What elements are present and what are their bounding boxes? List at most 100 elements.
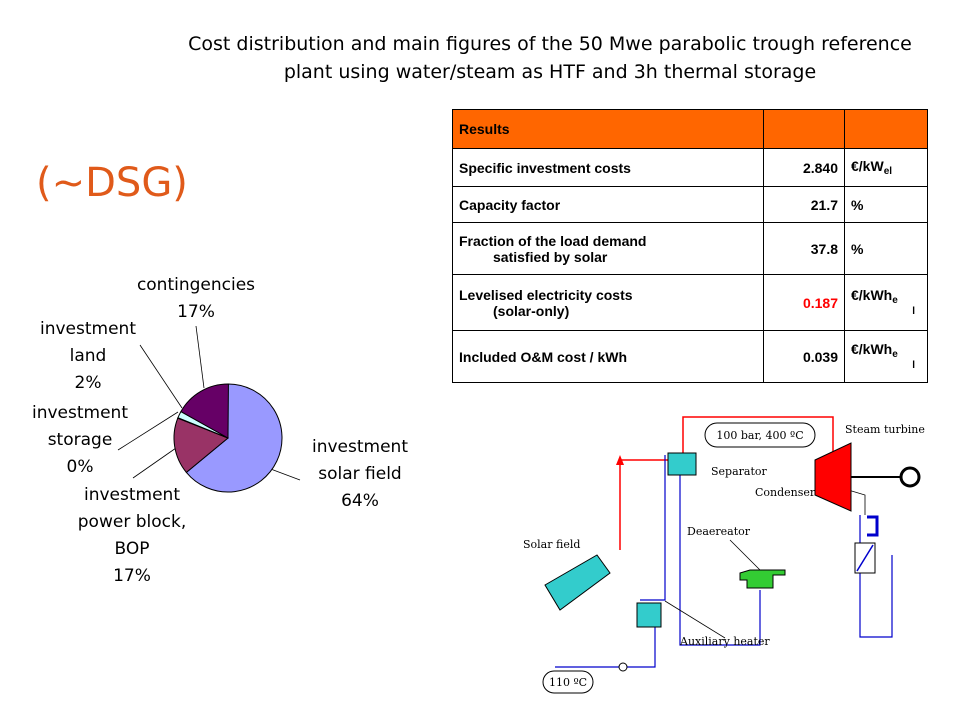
table-header-empty-2 [844, 109, 928, 149]
pie-slice-label: investment storage 0% [32, 403, 128, 477]
pie-label-line: land [70, 346, 107, 366]
turbine-label: Steam turbine [845, 423, 925, 436]
table-row: Included O&M cost / kWh 0.039 €/kWhe l [452, 330, 928, 383]
aux-leader-line [664, 600, 726, 639]
row-label-line-2: (solar-only) [493, 302, 570, 319]
generator-icon [899, 466, 921, 488]
pie-label-line: 2% [75, 373, 102, 393]
title-line-2: plant using water/steam as HTF and 3h th… [283, 61, 817, 83]
pie-slice [185, 383, 283, 493]
pie-label-line: investment [84, 485, 180, 505]
table-header-empty-1 [763, 109, 845, 149]
table-header-row: Results [452, 109, 928, 149]
separator-label: Separator [711, 465, 768, 478]
table-header-results: Results [452, 109, 764, 149]
hot-label: 100 bar, 400 ºC [716, 429, 803, 442]
solar-outlet-line [619, 459, 670, 550]
pie-label-line: BOP [115, 539, 150, 559]
pie-labels: investment solar field 64% investment power … [32, 275, 408, 586]
unit-subscript: e [892, 295, 898, 306]
plant-schematic: 100 bar, 400 ºC Separator Steam turbine … [523, 416, 925, 694]
pie-label-line: 17% [113, 566, 151, 586]
solar-field-label: Solar field [523, 538, 580, 551]
row-unit: % [844, 222, 928, 275]
chart-title: Cost distribution and main figures of th… [150, 30, 950, 86]
row-label: Levelised electricity costs(solar-only) [452, 274, 764, 331]
cold-label: 110 ºC [549, 676, 587, 689]
cooling-loop [867, 515, 879, 537]
row-label-line-1: Fraction of the load demand [459, 232, 647, 249]
pie-label-line: 64% [341, 491, 379, 511]
row-value: 0.039 [763, 330, 845, 383]
unit-subscript-line-2: l [912, 306, 915, 317]
pie-leader-line [139, 344, 183, 409]
condenser-coil [856, 544, 874, 572]
pie-label-line: storage [48, 430, 113, 450]
deaerator-line [679, 475, 761, 646]
separator-icon [667, 452, 697, 476]
pie-slice-label: investment solar field 64% [312, 437, 408, 511]
unit-subscript: el [883, 166, 893, 177]
unit-text: €/kWh [851, 341, 893, 357]
condenser-loop-line [859, 515, 893, 638]
auxiliary-heater-icon [636, 602, 662, 628]
row-value: 2.840 [763, 148, 845, 187]
pie-slice [173, 417, 229, 474]
cold-label-box [542, 670, 594, 694]
pie-leader-line [195, 325, 205, 389]
title-line-1: Cost distribution and main figures of th… [188, 33, 912, 55]
deaereator-label: Deaereator [687, 525, 751, 538]
pie-label-line: 0% [67, 457, 94, 477]
pie-label-line: investment [32, 403, 128, 423]
pie-leader-line [267, 467, 301, 481]
unit-subscript: e [892, 349, 898, 360]
unit-subscript-line-2: l [912, 360, 915, 371]
row-value-highlight: 0.187 [763, 274, 845, 331]
pie-slice-label: investment land 2% [40, 319, 136, 393]
table-row: Levelised electricity costs(solar-only) … [452, 274, 928, 331]
pie-label-line: solar field [318, 464, 401, 484]
condenser-label: Condenser [755, 486, 816, 499]
row-label-line-1: Levelised electricity costs [459, 286, 633, 303]
cost-pie-chart: investment solar field 64% investment power … [32, 275, 408, 586]
unit-text: €/kWh [851, 287, 893, 303]
pie-slice-label: contingencies 17% [137, 275, 255, 322]
unit-text: €/kW [851, 158, 884, 174]
row-value: 21.7 [763, 186, 845, 223]
row-unit: €/kWhe l [844, 330, 928, 383]
dsg-label: (~DSG) [36, 160, 188, 206]
row-label-line-2: satisfied by solar [493, 248, 608, 265]
table-row: Capacity factor 21.7 % [452, 186, 928, 223]
pump-icon [618, 662, 628, 672]
aux-heater-label: Auxiliary heater [679, 635, 770, 648]
results-table: Results Specific investment costs 2.840 … [452, 109, 928, 383]
pie-label-line: contingencies [137, 275, 255, 295]
steam-turbine-icon [814, 442, 852, 512]
row-unit: €/kWhe l [844, 274, 928, 331]
row-unit: €/kWel [844, 148, 928, 187]
pie-label-line: investment [312, 437, 408, 457]
pie-leader-lines [117, 325, 301, 481]
separator-to-aux-line [640, 455, 666, 601]
pie-slice-label: investment power block, BOP 17% [78, 485, 186, 586]
pie-label-line: investment [40, 319, 136, 339]
row-label: Capacity factor [452, 186, 764, 223]
pie-slice [180, 383, 229, 439]
hot-label-box [704, 422, 816, 448]
row-label: Included O&M cost / kWh [452, 330, 764, 383]
hot-steam-line [682, 416, 834, 463]
pie-leader-line [132, 447, 177, 479]
deaer-leader-line [729, 539, 761, 571]
table-row: Specific investment costs 2.840 €/kWel [452, 148, 928, 187]
pie-label-line: 17% [177, 302, 215, 322]
row-label: Specific investment costs [452, 148, 764, 187]
cold-return-line [555, 620, 656, 668]
row-value: 37.8 [763, 222, 845, 275]
solar-collector-icon [544, 554, 611, 611]
row-unit: % [844, 186, 928, 223]
pie-leader-line [117, 411, 179, 451]
deaereator-icon [739, 569, 786, 589]
pie-label-line: power block, [78, 512, 186, 532]
